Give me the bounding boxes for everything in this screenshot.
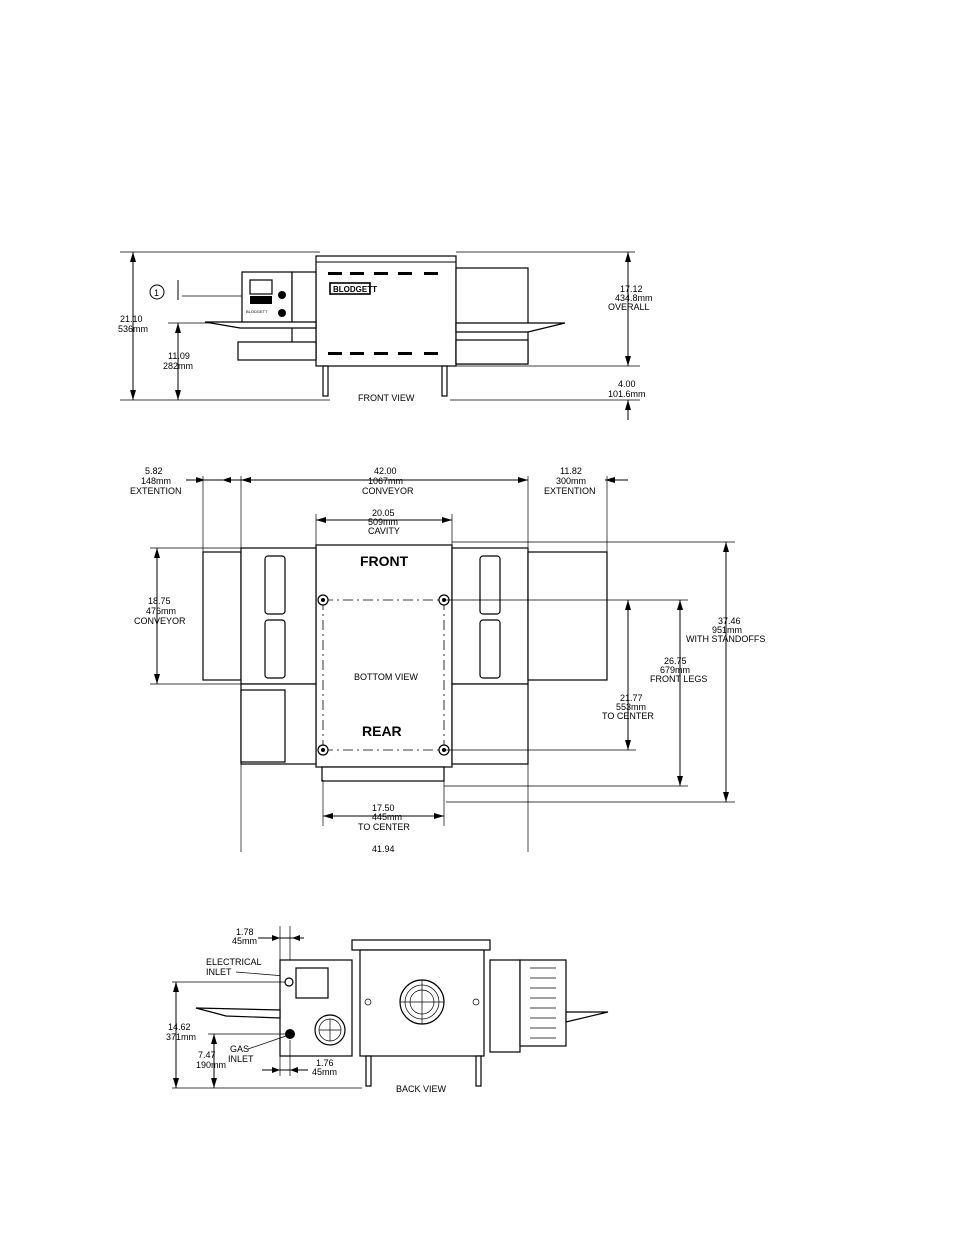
gas-label-1: GAS	[230, 1044, 249, 1054]
electrical-label-1: ELECTRICAL	[206, 957, 262, 967]
front-label: FRONT	[360, 553, 409, 569]
overall-bottom-dim: 41.94	[372, 844, 395, 854]
front-leg-height-in: 4.00	[618, 379, 636, 389]
cavity-mm: 509mm	[368, 517, 398, 527]
back-height-in: 14.62	[168, 1022, 191, 1032]
bottom-view-title: BOTTOM VIEW	[354, 672, 418, 682]
panel-brand-text: BLODGETT	[246, 309, 268, 314]
back-view: 1.78 45mm ELECTRICAL INLET	[166, 926, 609, 1094]
to-center-h-in: 17.50	[372, 803, 395, 813]
front-overall-width-label: OVERALL	[608, 302, 650, 312]
front-overall-height-mm: 536mm	[118, 324, 148, 334]
conveyor-length-label: CONVEYOR	[362, 486, 414, 496]
standoffs-label: WITH STANDOFFS	[686, 634, 765, 644]
brand-logo: BLODGETT	[333, 285, 377, 294]
back-gas-height-in: 7.47	[198, 1050, 216, 1060]
front-conveyor-height-in: 11.09	[168, 351, 190, 361]
bottom-oven-body	[315, 544, 453, 768]
electrical-label-2: INLET	[206, 967, 232, 977]
back-top-offset-in: 1.78	[236, 927, 254, 937]
front-overall-width-in: 17.12	[620, 284, 643, 294]
left-extension-mm: 148mm	[141, 476, 171, 486]
left-extension-in: 5.82	[145, 466, 163, 476]
front-view: 21.10 536mm 11.09 282mm 1 BLODGETT BLODG…	[118, 251, 653, 420]
conveyor-length-mm: 1067mm	[368, 476, 403, 486]
standoffs-in: 37.46	[718, 616, 741, 626]
right-extension-in: 11.82	[560, 466, 582, 476]
front-legs-label: FRONT LEGS	[650, 674, 707, 684]
front-view-title: FRONT VIEW	[358, 393, 415, 403]
standoffs-mm: 951mm	[712, 625, 742, 635]
right-extension-mm: 300mm	[556, 476, 586, 486]
conveyor-width-in: 18.75	[148, 596, 171, 606]
front-legs-in: 26.75	[664, 656, 687, 666]
back-bottom-offset-mm: 45mm	[312, 1067, 337, 1077]
back-bottom-offset-in: 1.76	[316, 1058, 334, 1068]
back-view-title: BACK VIEW	[396, 1084, 447, 1094]
bottom-view: 5.82 148mm EXTENTION 42.00 1067mm CONVEY…	[130, 466, 765, 854]
front-overall-width-mm: 434.8mm	[615, 293, 653, 303]
back-top-offset-mm: 45mm	[232, 936, 257, 946]
callout-circle	[149, 284, 165, 300]
back-height-mm: 371mm	[166, 1032, 196, 1042]
conveyor-length-in: 42.00	[374, 466, 397, 476]
front-conveyor-height-mm: 282mm	[163, 361, 193, 371]
front-leg-height-mm: 101.6mm	[608, 389, 646, 399]
gas-label-2: INLET	[228, 1054, 254, 1064]
to-center-v-label: TO CENTER	[602, 711, 654, 721]
right-extension-label: EXTENTION	[544, 486, 596, 496]
front-legs-mm: 679mm	[660, 665, 690, 675]
conveyor-width-label: CONVEYOR	[134, 616, 186, 626]
left-extension-label: EXTENTION	[130, 486, 182, 496]
back-gas-height-mm: 190mm	[196, 1060, 226, 1070]
cavity-in: 20.05	[372, 508, 395, 518]
conveyor-width-mm: 476mm	[146, 606, 176, 616]
to-center-v-in: 21.77	[620, 693, 643, 703]
to-center-h-mm: 445mm	[372, 812, 402, 822]
to-center-h-label: TO CENTER	[358, 822, 410, 832]
rear-label: REAR	[362, 723, 402, 739]
front-overall-height-in: 21.10	[120, 314, 143, 324]
to-center-v-mm: 553mm	[616, 702, 646, 712]
cavity-label: CAVITY	[368, 526, 400, 536]
callout-number: 1	[154, 288, 159, 298]
